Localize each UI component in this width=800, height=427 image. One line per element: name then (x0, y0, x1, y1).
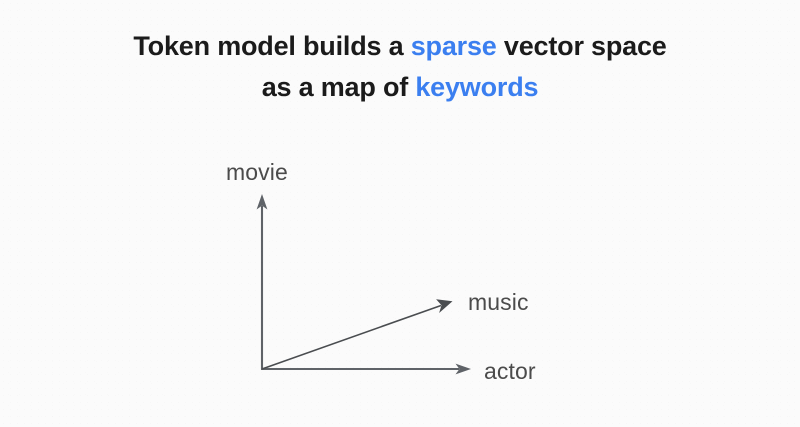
title-highlight-sparse: sparse (410, 31, 497, 61)
axis-label-music: music (468, 289, 529, 315)
title-highlight-keywords: keywords (415, 72, 539, 102)
title-line-1: Token model builds a sparse vector space (0, 26, 800, 67)
x-axis (261, 363, 471, 375)
axis-label-movie: movie (226, 159, 288, 185)
axis-label-actor: actor (484, 358, 536, 384)
page-title: Token model builds a sparse vector space… (0, 26, 800, 108)
title-line-1-pre: Token model builds a (133, 31, 411, 61)
music-vector (261, 299, 453, 370)
title-line-2: as a map of keywords (0, 67, 800, 108)
title-line-2-pre: as a map of (261, 72, 416, 102)
y-axis (256, 194, 268, 370)
title-line-1-post: vector space (496, 31, 667, 61)
